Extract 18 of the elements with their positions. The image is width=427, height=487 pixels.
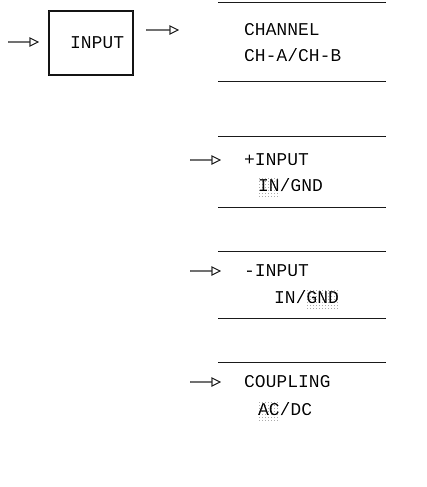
option-value: AC/DC	[258, 401, 312, 421]
menu-label: CHANNEL	[244, 21, 320, 41]
menu-label: -INPUT	[244, 262, 309, 282]
menu-label: INPUT	[70, 34, 124, 54]
option-value: CH-A/CH-B	[244, 47, 342, 67]
arrow	[146, 25, 179, 35]
menu-label: COUPLING	[244, 373, 330, 393]
menu-label: +INPUT	[244, 151, 309, 171]
menu-item-band	[218, 2, 386, 82]
arrow	[190, 155, 221, 165]
arrow	[190, 266, 221, 276]
menu-box	[48, 10, 134, 76]
menu-item-band	[218, 136, 386, 208]
option-value: IN/GND	[258, 177, 323, 197]
option-value: IN/GND	[274, 289, 339, 309]
arrow	[8, 37, 39, 47]
menu-item-band	[218, 251, 386, 319]
arrow	[190, 377, 221, 387]
